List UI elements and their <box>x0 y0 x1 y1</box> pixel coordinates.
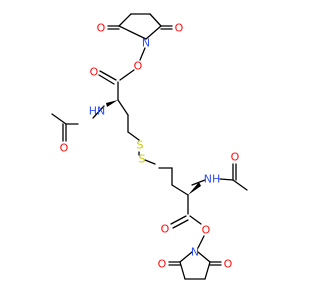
atom-oxygen-bottom-left: O <box>158 258 167 271</box>
bond-lines <box>51 13 248 280</box>
atom-oxygen-upper-carbonyl: O <box>90 66 99 79</box>
atom-oxygen-lower-acetamide: O <box>231 151 240 164</box>
atom-nitrogen-top-ring: N <box>142 37 150 50</box>
atom-oxygen-top-left: O <box>97 22 106 35</box>
atom-amide-nh-lower: NH <box>204 173 221 186</box>
atom-nitrogen-bottom-ring: N <box>191 246 199 259</box>
wedge-bond-lower <box>188 182 201 195</box>
atom-labels: O O N O O HN O S S NH O O O N O O <box>60 22 240 271</box>
atom-oxygen-upper-ester-link: O <box>134 60 143 73</box>
atom-oxygen-top-right: O <box>175 22 184 35</box>
atom-sulfur-2: S <box>139 153 146 166</box>
atom-amide-nh-upper: HN <box>89 105 106 118</box>
atom-oxygen-lower-carbonyl: O <box>161 223 170 236</box>
atom-oxygen-upper-acetamide: O <box>60 142 69 155</box>
stereo-bonds <box>106 100 201 195</box>
atom-sulfur-1: S <box>137 139 144 152</box>
atom-oxygen-bottom-right: O <box>224 258 233 271</box>
molecule-structure: O O N O O HN O S S NH O O O N O O <box>51 13 248 280</box>
wedge-bond-upper <box>106 100 118 107</box>
atom-oxygen-lower-ester-link: O <box>202 224 211 237</box>
